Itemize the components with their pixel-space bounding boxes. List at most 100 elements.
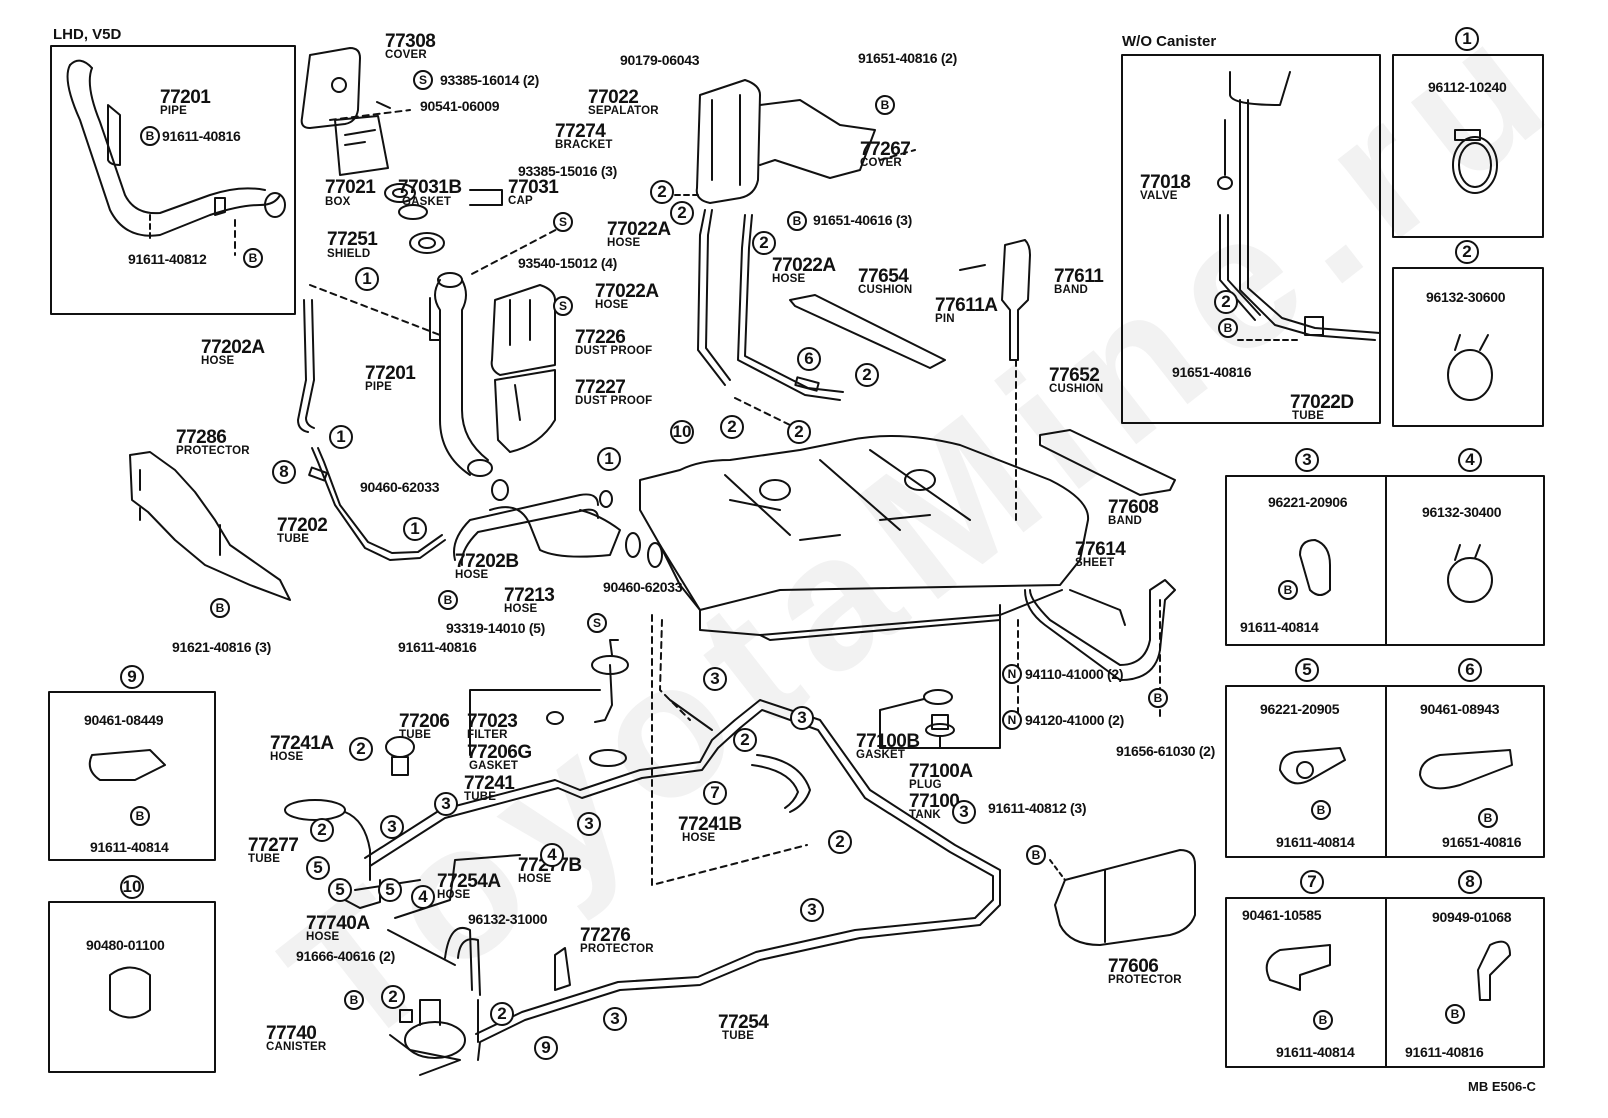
nut-marker-n: N <box>1002 664 1022 684</box>
part-no: 77022D <box>1290 392 1354 413</box>
part-name: CANISTER <box>266 1041 327 1053</box>
part-no: 77227 <box>575 377 626 398</box>
part-name: SHEET <box>1075 557 1115 569</box>
part-name: PIPE <box>365 381 393 393</box>
part-no: 77286 <box>176 427 227 448</box>
part-no: 77241B <box>678 814 742 835</box>
clamp-ref-2: 2 <box>787 420 811 444</box>
part-name: GASKET <box>402 196 452 208</box>
clamp-ref-2: 2 <box>1214 290 1238 314</box>
part-no: 77201 <box>365 363 416 384</box>
detail-10-frame <box>48 901 216 1073</box>
bolt-marker-b: B <box>1445 1004 1465 1024</box>
part-no: 91611-40812 (3) <box>988 800 1087 816</box>
detail-8-number: 8 <box>1458 870 1482 894</box>
clamp-ref-6: 6 <box>797 347 821 371</box>
part-no: 77100 <box>909 791 960 812</box>
detail-7-frame <box>1225 897 1387 1068</box>
detail-6-part: 90461-08943 <box>1420 701 1500 717</box>
clamp-ref-2: 2 <box>349 737 373 761</box>
bolt-marker-b: B <box>1278 580 1298 600</box>
part-no: 90179-06043 <box>620 52 700 68</box>
bolt-marker-b: B <box>875 95 895 115</box>
clamp-ref-4: 4 <box>540 843 564 867</box>
diagram-ref-code: MB E506-C <box>1468 1079 1536 1094</box>
part-no: 77023 <box>467 711 518 732</box>
part-no: 91651-40816 <box>1172 364 1252 380</box>
part-no: 94120-41000 (2) <box>1025 712 1125 728</box>
part-name: COVER <box>385 49 427 61</box>
clamp-ref-1: 1 <box>403 517 427 541</box>
part-name: CAP <box>508 195 533 207</box>
clamp-ref-5: 5 <box>378 878 402 902</box>
clamp-ref-2: 2 <box>752 231 776 255</box>
inset-lhd-header: LHD, V5D <box>53 26 122 43</box>
part-no: 77213 <box>504 585 555 606</box>
part-name: HOSE <box>595 299 629 311</box>
detail-9-number: 9 <box>120 665 144 689</box>
detail-1-part: 96112-10240 <box>1428 79 1507 95</box>
part-name: HOSE <box>306 931 340 943</box>
screw-marker-s: S <box>587 613 607 633</box>
part-no: 91651-40616 (3) <box>813 212 913 228</box>
clamp-ref-5: 5 <box>328 878 352 902</box>
detail-5-part: 96221-20905 <box>1260 701 1340 717</box>
part-no: 77277 <box>248 835 299 856</box>
part-name: HOSE <box>270 751 304 763</box>
detail-10-number: 10 <box>120 875 144 899</box>
part-no: 77241 <box>464 773 515 794</box>
screw-marker-s: S <box>413 70 433 90</box>
part-no: 93385-15016 (3) <box>518 163 618 179</box>
part-no: 77254A <box>437 871 501 892</box>
clamp-ref-3: 3 <box>790 706 814 730</box>
part-name: TUBE <box>399 729 432 741</box>
part-no: 77031 <box>508 177 559 198</box>
part-no: 77608 <box>1108 497 1159 518</box>
clamp-ref-1: 1 <box>597 447 621 471</box>
detail-9-frame <box>48 691 216 861</box>
bolt-marker-b: B <box>210 598 230 618</box>
clamp-ref-3: 3 <box>577 812 601 836</box>
detail-6-frame <box>1385 685 1545 858</box>
part-no: 77022 <box>588 87 639 108</box>
part-name: FILTER <box>467 729 508 741</box>
bolt-marker-b: B <box>1026 845 1046 865</box>
bolt-marker-b: B <box>344 990 364 1010</box>
part-name: TUBE <box>277 533 310 545</box>
part-name: PLUG <box>909 779 942 791</box>
bolt-marker-b: B <box>1148 688 1168 708</box>
part-name: PROTECTOR <box>580 943 654 955</box>
detail-7-part: 90461-10585 <box>1242 907 1322 923</box>
part-name: VALVE <box>1140 190 1178 202</box>
bolt-marker-b: B <box>130 806 150 826</box>
clamp-ref-2: 2 <box>855 363 879 387</box>
screw-marker-s: S <box>553 296 573 316</box>
part-no: 93319-14010 (5) <box>446 620 546 636</box>
part-name: BRACKET <box>555 139 613 151</box>
part-name: CUSHION <box>1049 383 1104 395</box>
part-no: 93540-15012 (4) <box>518 255 618 271</box>
detail-4-part: 96132-30400 <box>1422 504 1502 520</box>
bolt-marker-b: B <box>243 248 263 268</box>
bolt-marker-b: B <box>1311 800 1331 820</box>
part-name: DUST PROOF <box>575 395 653 407</box>
part-name: HOSE <box>504 603 538 615</box>
detail-8-frame <box>1385 897 1545 1068</box>
clamp-ref-3: 3 <box>603 1007 627 1031</box>
part-no: 77201 <box>160 87 211 108</box>
part-no: 90460-62033 <box>603 579 683 595</box>
detail-2-frame <box>1392 267 1544 427</box>
part-name: CUSHION <box>858 284 913 296</box>
clamp-ref-3: 3 <box>703 667 727 691</box>
part-no: 91651-40816 (2) <box>858 50 958 66</box>
detail-1-frame <box>1392 54 1544 238</box>
detail-8-part: 90949-01068 <box>1432 909 1512 925</box>
part-no: 77226 <box>575 327 626 348</box>
detail-10-part: 90480-01100 <box>86 937 165 953</box>
clamp-ref-2: 2 <box>310 818 334 842</box>
part-no: 77202A <box>201 337 265 358</box>
part-no: 91611-40816 <box>162 128 241 144</box>
clamp-ref-7: 7 <box>703 781 727 805</box>
part-name: GASKET <box>856 749 906 761</box>
part-no: 77100A <box>909 761 973 782</box>
